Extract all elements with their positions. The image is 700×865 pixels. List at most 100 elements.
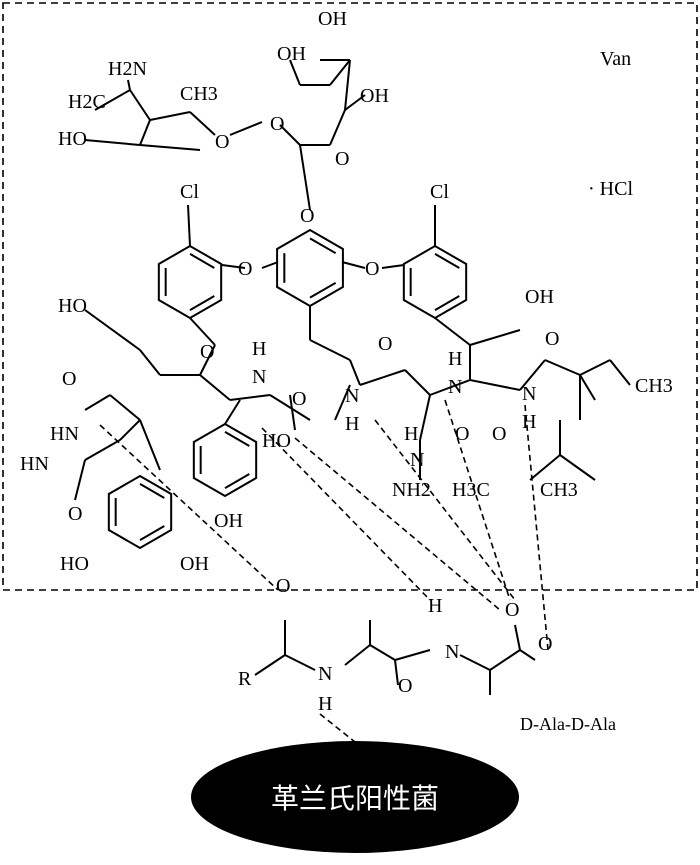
substrate-label: D-Ala-D-Ala (520, 714, 616, 734)
bond (129, 89, 151, 121)
atom-label: NH2 (392, 479, 431, 501)
double-bond (189, 253, 215, 269)
atom-label: HN (50, 423, 79, 445)
bond (529, 454, 561, 481)
hydrogen-bond-line (99, 424, 279, 591)
atom-label: O (455, 423, 469, 445)
atom-label: O (365, 258, 379, 280)
bond (139, 349, 161, 376)
bond (579, 374, 596, 401)
atom-label: O (270, 113, 284, 135)
atom-label: HO (60, 553, 89, 575)
atom-label: H (404, 423, 418, 445)
atom-label: HN (20, 453, 49, 475)
bond (344, 59, 351, 111)
hydrogen-bond-line (444, 399, 511, 601)
double-bond (139, 483, 165, 499)
bond (149, 111, 191, 121)
bond (329, 109, 346, 146)
bond (404, 369, 431, 396)
bonds (74, 59, 631, 695)
atom-label: OH (277, 43, 306, 65)
substrate-bond (369, 644, 396, 661)
bond (544, 359, 581, 376)
atom-label: HO (262, 430, 291, 452)
substrate-bond (514, 624, 521, 651)
atom-label: H (252, 338, 266, 360)
atom-label: O (492, 423, 506, 445)
bond (334, 384, 351, 421)
bond (469, 379, 521, 391)
atom-label: O (292, 388, 306, 410)
bond (359, 369, 406, 386)
double-bond (434, 295, 460, 311)
atom-label: O (335, 148, 349, 170)
aromatic-ring (157, 244, 223, 320)
bond (229, 121, 263, 136)
salt-label: · HCl (588, 178, 633, 200)
atom-label: H2N (108, 58, 147, 80)
atom-label: CH3 (180, 83, 218, 105)
atom-label: OH (525, 286, 554, 308)
bond (94, 89, 131, 111)
bond (84, 439, 121, 461)
atom-label: O (62, 368, 76, 390)
bond (189, 317, 216, 346)
atom-label: O (300, 205, 314, 227)
atom-label: H (448, 348, 462, 370)
atom-label: O (276, 575, 290, 597)
double-bond (189, 295, 215, 311)
bond (189, 111, 216, 136)
atom-label: HO (58, 295, 87, 317)
bond (269, 394, 311, 421)
double-bond (309, 281, 337, 299)
bond (309, 339, 351, 361)
bond (139, 119, 151, 146)
bond (261, 261, 279, 269)
substrate-bond (519, 649, 536, 661)
bond (127, 79, 131, 91)
atom-label: O (505, 599, 519, 621)
bond (469, 329, 521, 346)
aromatic-ring (402, 244, 468, 320)
substrate-bond (459, 654, 491, 671)
substrate-bond (254, 654, 286, 676)
bond (279, 124, 301, 146)
bacteria-ellipse (191, 741, 519, 853)
atom-label: O (68, 503, 82, 525)
atom-label: O (545, 328, 559, 350)
hydrogen-bond-line (524, 404, 549, 651)
double-bond (434, 253, 460, 269)
atom-label: H (345, 413, 359, 435)
substrate-bond (344, 644, 371, 666)
bond (119, 419, 141, 441)
bond (109, 394, 141, 421)
bond (434, 317, 471, 346)
aromatic-ring (276, 228, 344, 308)
bond (299, 144, 311, 211)
bond (199, 344, 216, 376)
bond (84, 139, 141, 146)
bond (74, 459, 86, 501)
bond (419, 394, 431, 441)
bond (224, 399, 241, 425)
atom-label: N (318, 663, 332, 685)
atom-label: H2C (68, 91, 106, 113)
atom-label: OH (180, 553, 209, 575)
atom-label: OH (214, 510, 243, 532)
atom-label: O (398, 675, 412, 697)
bond (344, 94, 366, 111)
hydrogen-bonds (99, 399, 549, 743)
bond (341, 261, 366, 269)
bond (609, 359, 631, 386)
atom-label: H (522, 411, 536, 433)
hydrogen-bond-line (374, 419, 516, 601)
hydrogen-bond-line (319, 713, 356, 743)
atom-label: H3C (452, 479, 490, 501)
drug-label: Van (600, 48, 631, 70)
hydrogen-bond-line (261, 427, 431, 601)
bond (289, 59, 301, 86)
